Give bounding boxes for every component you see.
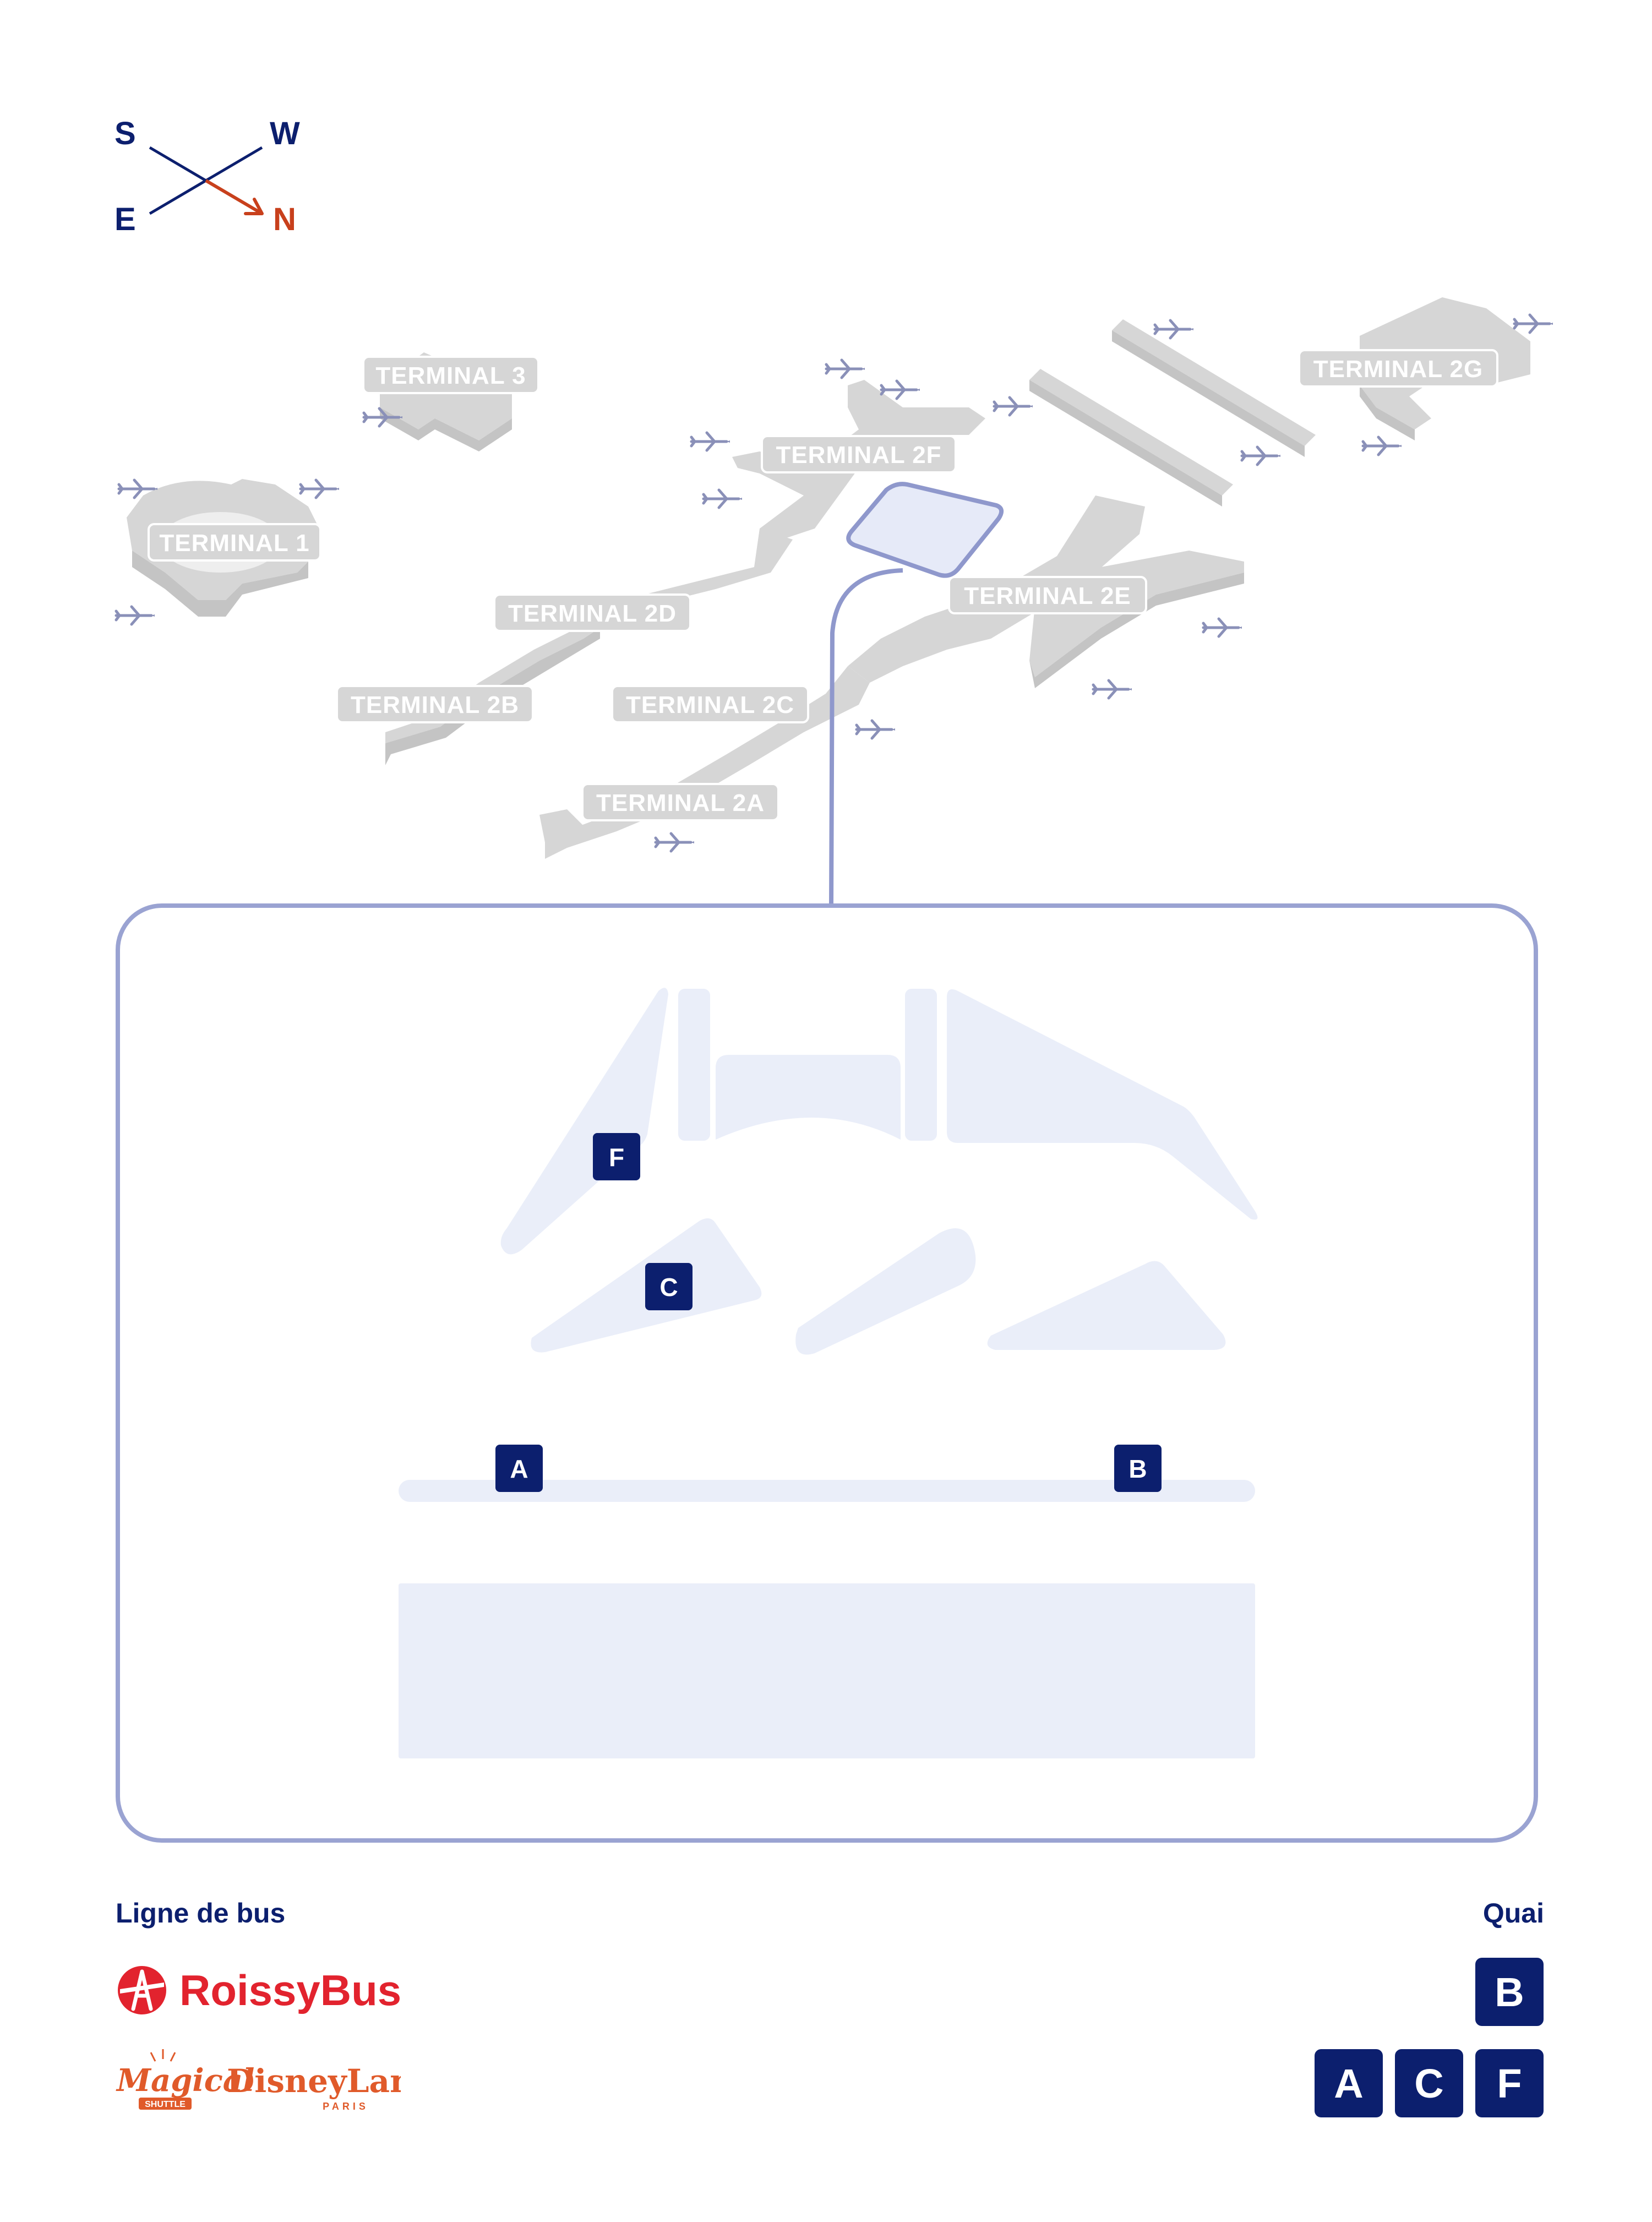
stop-c-label: C	[659, 1273, 678, 1301]
airplane-icon	[857, 721, 895, 738]
roissybus-wordmark: RoissyBus	[179, 1965, 402, 2014]
airplane-icon	[881, 381, 920, 399]
quay-disney-c: C	[1395, 2049, 1463, 2117]
highlighted-bus-station[interactable]	[846, 482, 1004, 578]
roissybus-logo: RoissyBus	[115, 1960, 401, 2021]
terminal-2e-building	[848, 495, 1145, 683]
detail-zones	[399, 988, 1258, 1758]
roissybus-logo-icon	[118, 1966, 166, 2014]
zone-f-platform	[500, 988, 668, 1255]
airplane-icon	[691, 433, 730, 450]
disney-shuttle-text: SHUTTLE	[145, 2100, 186, 2109]
disney-magical-text: Magical	[116, 2062, 254, 2099]
airplane-icon	[301, 480, 339, 498]
label-terminal-2c: TERMINAL 2C	[626, 691, 794, 718]
compass: S W E N	[115, 116, 300, 237]
label-terminal-2f: TERMINAL 2F	[776, 442, 941, 469]
label-terminal-2b: TERMINAL 2B	[351, 691, 519, 718]
terminal-2c-building	[550, 666, 870, 848]
stop-a-label: A	[510, 1455, 528, 1483]
airplane-icon	[826, 360, 865, 378]
disneyland-wordmark: DisneyLand	[227, 2062, 401, 2100]
compass-north: N	[273, 201, 296, 237]
zone-parking-area	[399, 1583, 1255, 1758]
airplane-icon	[704, 490, 742, 508]
airplane-icon	[1093, 680, 1132, 698]
airplane-icon	[1514, 315, 1553, 333]
label-terminal-3: TERMINAL 3	[375, 362, 526, 389]
disneyland-logo-icon: Magical SHUTTLE DisneyLand PARIS	[116, 2049, 401, 2112]
airplane-icon	[116, 607, 155, 624]
stop-f[interactable]: F	[593, 1133, 640, 1180]
airplane-icon	[1363, 437, 1402, 455]
compass-west: W	[270, 116, 300, 151]
stop-f-label: F	[609, 1143, 624, 1172]
zone-pillar-right	[905, 989, 937, 1141]
zone-central-block	[716, 1055, 901, 1140]
satellite-s3	[1029, 369, 1233, 495]
airplane-icon	[656, 834, 694, 851]
stop-b[interactable]: B	[1114, 1445, 1162, 1492]
label-terminal-2e: TERMINAL 2E	[964, 582, 1131, 609]
disney-paris-text: PARIS	[323, 2101, 369, 2112]
zone-middle-island	[795, 1228, 976, 1355]
label-terminal-1: TERMINAL 1	[159, 530, 309, 557]
terminal-labels: TERMINAL 3 TERMINAL 1 TERMINAL 2F TERMIN…	[148, 349, 1498, 821]
zone-right-island	[987, 1261, 1226, 1350]
stop-a[interactable]: A	[495, 1445, 543, 1492]
compass-arrow-icon	[205, 179, 263, 215]
quay-roissybus-b: B	[1475, 1958, 1544, 2026]
zone-right-platform	[947, 989, 1258, 1220]
zone-pillar-left	[678, 989, 710, 1141]
compass-east: E	[115, 201, 136, 237]
stop-markers: F C A B	[495, 1133, 1162, 1492]
legend-bus-line-title: Ligne de bus	[116, 1898, 286, 1929]
stop-b-label: B	[1128, 1455, 1147, 1483]
connector-line	[829, 568, 903, 906]
quay-disney-a: A	[1315, 2049, 1383, 2117]
satellite-s4	[1112, 319, 1316, 446]
airplanes	[116, 315, 1553, 851]
label-terminal-2d: TERMINAL 2D	[508, 600, 677, 627]
legend-quay-title: Quai	[1482, 1898, 1544, 1929]
zone-ab-platform	[399, 1480, 1255, 1502]
label-terminal-2g: TERMINAL 2G	[1313, 356, 1483, 383]
airplane-icon	[1155, 320, 1193, 338]
quay-disney-f: F	[1475, 2049, 1544, 2117]
stop-c[interactable]: C	[645, 1263, 693, 1310]
airplane-icon	[1242, 447, 1280, 465]
airplane-icon	[1203, 619, 1242, 636]
airplane-icon	[994, 397, 1033, 415]
compass-south: S	[115, 116, 136, 151]
label-terminal-2a: TERMINAL 2A	[596, 789, 765, 816]
